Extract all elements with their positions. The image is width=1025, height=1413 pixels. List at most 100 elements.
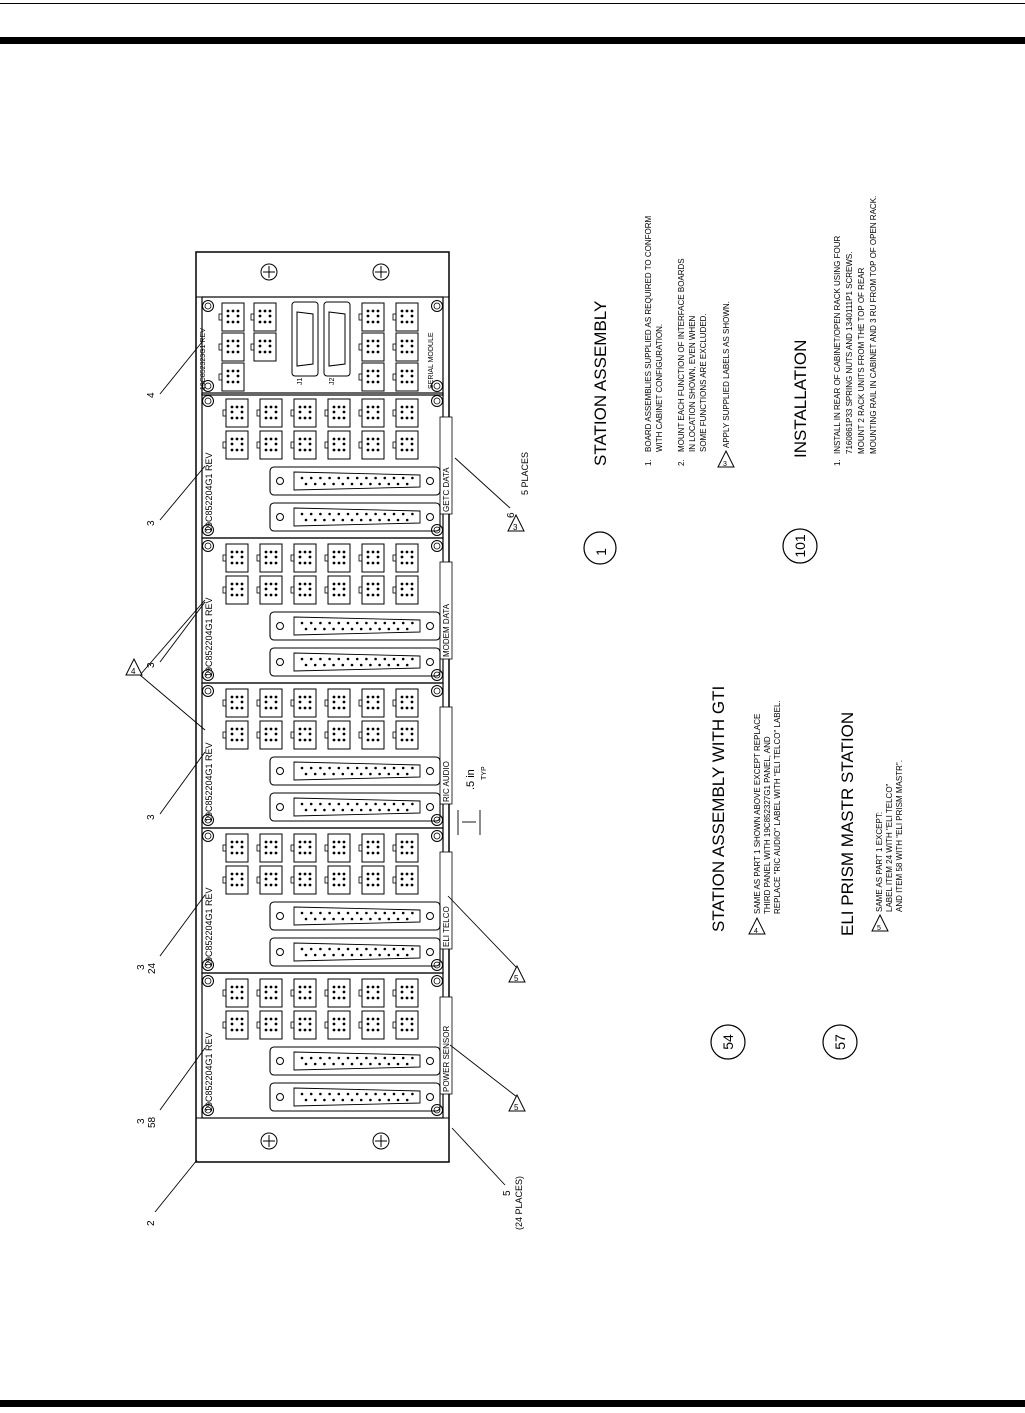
screw-icon [202, 540, 214, 552]
note-num: 1. [644, 459, 653, 466]
jack-icon [358, 362, 385, 392]
note-line: SOME FUNCTIONS ARE EXCLUDED. [699, 313, 708, 452]
callout-labels: 6 [506, 512, 517, 518]
jack-icon [358, 302, 385, 332]
note-station-assembly: 1 STATION ASSEMBLY 1. BOARD ASSEMBLIES S… [583, 215, 735, 565]
jack-icon [222, 430, 249, 460]
jack-icon [290, 720, 317, 750]
jack-icon [358, 332, 385, 362]
jack-icon [256, 833, 283, 863]
screw-icon [431, 300, 443, 312]
jack-icon [222, 398, 249, 428]
jack-icon [392, 302, 419, 332]
note-line: APPLY SUPPLIED LABELS AS SHOWN. [722, 301, 731, 448]
screw-icon [202, 685, 214, 697]
jack-icon [358, 865, 385, 895]
note-num: 2. [677, 459, 686, 466]
jack-icon [392, 575, 419, 605]
screw-icon [431, 830, 443, 842]
jack-icon [290, 543, 317, 573]
jack-icon [256, 1010, 283, 1040]
note-line: MOUNT 2 RACK UNITS FROM THE TOP OF REAR [857, 267, 866, 454]
serial-module-label: SERIAL MODULE [428, 332, 435, 389]
item-balloon [782, 528, 818, 564]
callout-labels-note: 5 PLACES [520, 452, 530, 495]
note-line: AND ITEM 58 WITH "ELI PRISM MASTR". [895, 760, 904, 912]
jack-icon [324, 720, 351, 750]
jack-icon [392, 332, 419, 362]
dsub-small-connector: J1 [291, 301, 319, 385]
jack-icon [392, 362, 419, 392]
panel-part-no: 19C852204G1 REV [204, 742, 214, 822]
screw-icon [202, 830, 214, 842]
panel-label: GETC DATA [442, 467, 451, 512]
bottom-rule [0, 1400, 1025, 1407]
callout-panel-5: 3 [146, 520, 157, 526]
note-line: IN LOCATION SHOWN, EVEN WHEN [688, 315, 697, 452]
flag-number: 4 [754, 928, 758, 935]
mounting-hole-icon [260, 1132, 278, 1150]
jack-icon [324, 1010, 351, 1040]
dsub-connector [269, 1046, 441, 1076]
panel-part-no: 19C852204G1 REV [204, 1032, 214, 1112]
callout-screws: 5 [502, 1190, 513, 1196]
jack-icon [256, 543, 283, 573]
note-line: REPLACE "RIC AUDIO" LABEL WITH "ELI TELC… [773, 700, 782, 914]
note-gti: 54 STATION ASSEMBLY WITH GTI 4 SAME AS P… [709, 686, 782, 1060]
jack-icon [392, 833, 419, 863]
jack-icon [324, 688, 351, 718]
screw-icon [431, 395, 443, 407]
screw-icon [202, 300, 214, 312]
jack-icon [256, 575, 283, 605]
screw-icon [431, 814, 443, 826]
jack-icon [256, 978, 283, 1008]
mounting-hole-icon [372, 1132, 390, 1150]
jack-icon [256, 688, 283, 718]
mounting-hole-icon [372, 263, 390, 281]
screw-icon [431, 540, 443, 552]
panel-label: RIC AUDIO [442, 761, 451, 802]
note-line: SAME AS PART 1 SHOWN ABOVE EXCEPT REPLAC… [753, 714, 762, 914]
flag-number: 3 [723, 461, 727, 468]
panel-label: POWER SENSOR [442, 1026, 451, 1092]
dimension-label: .5 in [465, 769, 477, 790]
jack-icon [290, 430, 317, 460]
dsub-connector [269, 647, 441, 677]
dsub-connector [269, 901, 441, 931]
note-line: MOUNTING RAIL IN CABINET AND 3 RU FROM T… [869, 196, 878, 454]
flag-5-number: 5 [514, 974, 519, 983]
note-title: ELI PRISM MASTR STATION [838, 712, 857, 936]
dsub-connector [269, 611, 441, 641]
jack-icon [222, 688, 249, 718]
jack-icon [392, 978, 419, 1008]
jack-icon [250, 302, 277, 332]
top-rule [0, 37, 1025, 44]
j2-label: J2 [329, 378, 336, 386]
flag-3-number: 3 [513, 523, 518, 532]
jack-icon [324, 978, 351, 1008]
screw-icon [431, 975, 443, 987]
jack-icon [290, 398, 317, 428]
panel-part-no: 19C852204G1 REV [204, 597, 214, 677]
dsub-small-connector: J2 [323, 301, 351, 386]
jack-icon [222, 1010, 249, 1040]
screw-icon [431, 1104, 443, 1116]
jack-icon [222, 978, 249, 1008]
jack-icon [222, 833, 249, 863]
jack-icon [256, 865, 283, 895]
screw-icon [202, 975, 214, 987]
note-installation: 101 INSTALLATION 1. INSTALL IN REAR OF C… [782, 196, 878, 564]
jack-icon [256, 430, 283, 460]
note-line: WITH CABINET CONFIGURATION. [655, 324, 664, 452]
screw-icon [431, 685, 443, 697]
flag-4-number: 4 [131, 667, 136, 676]
jack-icon [392, 688, 419, 718]
jack-icon [256, 720, 283, 750]
jack-icon [290, 1010, 317, 1040]
item-balloon [710, 1024, 746, 1060]
flag-callouts: 3 4 5 5 [125, 514, 526, 1112]
